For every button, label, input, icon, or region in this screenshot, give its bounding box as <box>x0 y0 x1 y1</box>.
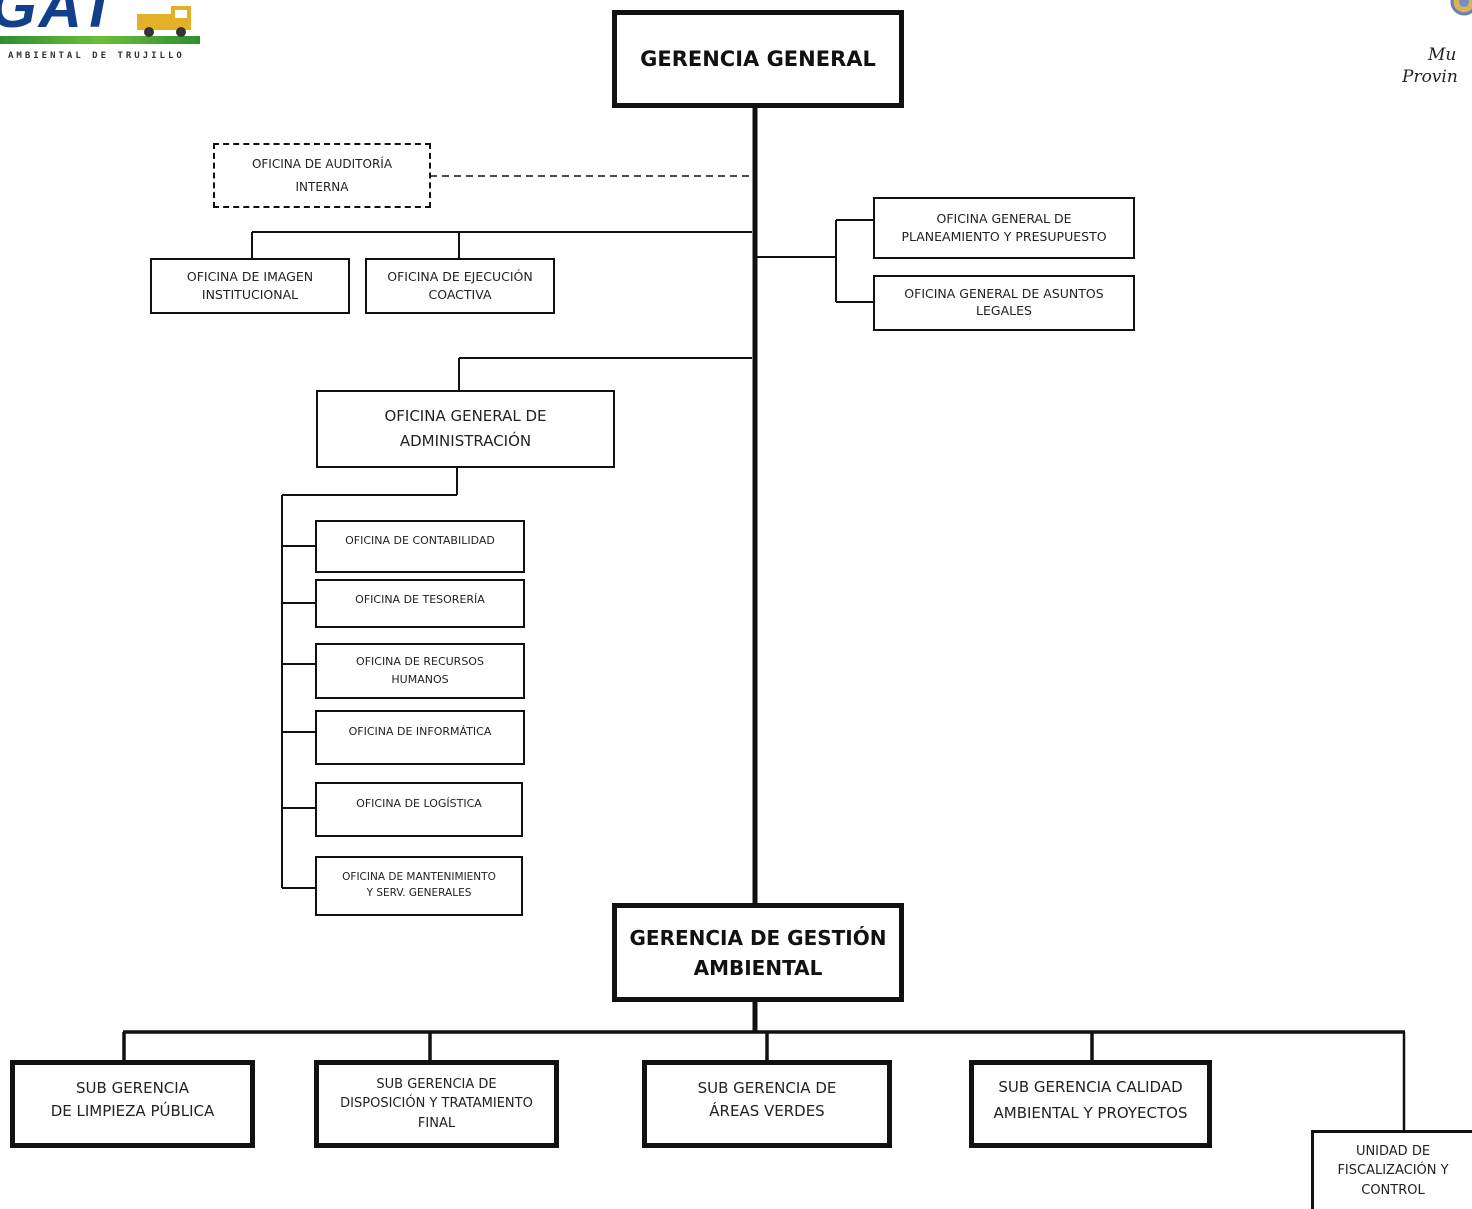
disposicion-final-box: SUB GERENCIA DE DISPOSICIÓN Y TRATAMIENT… <box>314 1060 559 1148</box>
logistica-label: OFICINA DE LOGÍSTICA <box>356 797 482 810</box>
disposicion-line-1: SUB GERENCIA DE <box>376 1076 497 1092</box>
asuntos-legales-box: OFICINA GENERAL DE ASUNTOS LEGALES <box>873 275 1135 331</box>
gestion-line-1: GERENCIA DE GESTIÓN <box>629 925 887 950</box>
fiscalizacion-line-1: UNIDAD DE <box>1355 1143 1431 1159</box>
gat-logo: GAT AMBIENTAL DE TRUJILLO <box>0 0 210 64</box>
auditoria-line-1: OFICINA DE AUDITORÍA <box>251 156 393 171</box>
logo-grass-stripe <box>0 36 200 44</box>
planeamiento-presupuesto-box: OFICINA GENERAL DE PLANEAMIENTO Y PRESUP… <box>873 197 1135 259</box>
planeamiento-line-1: OFICINA GENERAL DE <box>936 210 1072 226</box>
corner-line-2: Provin <box>1402 67 1458 88</box>
rrhh-line-1: OFICINA DE RECURSOS <box>356 655 484 669</box>
tesoreria-label: OFICINA DE TESORERÍA <box>355 593 485 606</box>
fiscalizacion-control-box: UNIDAD DE FISCALIZACIÓN Y CONTROL <box>1311 1130 1472 1209</box>
informatica-box: OFICINA DE INFORMÁTICA <box>315 710 525 765</box>
areas-verdes-box: SUB GERENCIA DE ÁREAS VERDES <box>642 1060 892 1148</box>
fiscalizacion-line-2: FISCALIZACIÓN Y <box>1337 1163 1449 1179</box>
ejecucion-line-1: OFICINA DE EJECUCIÓN <box>387 268 533 284</box>
gestion-line-2: AMBIENTAL <box>693 955 823 980</box>
ejecucion-line-2: COACTIVA <box>428 287 492 302</box>
logistica-box: OFICINA DE LOGÍSTICA <box>315 782 523 837</box>
imagen-line-2: INSTITUCIONAL <box>201 287 299 302</box>
informatica-label: OFICINA DE INFORMÁTICA <box>348 725 492 738</box>
mantenimiento-box: OFICINA DE MANTENIMIENTO Y SERV. GENERAL… <box>315 856 523 916</box>
rrhh-line-2: HUMANOS <box>391 673 449 686</box>
mantenimiento-line-2: Y SERV. GENERALES <box>366 887 472 899</box>
contabilidad-label: OFICINA DE CONTABILIDAD <box>345 534 495 547</box>
areas-verdes-line-2: ÁREAS VERDES <box>709 1101 825 1120</box>
imagen-line-1: OFICINA DE IMAGEN <box>186 268 314 284</box>
logo-subtitle: AMBIENTAL DE TRUJILLO <box>8 51 185 61</box>
limpieza-line-2: DE LIMPIEZA PÚBLICA <box>50 1101 215 1120</box>
municipality-text: Mu Provin <box>1402 44 1472 88</box>
planeamiento-line-2: PLANEAMIENTO Y PRESUPUESTO <box>901 229 1107 244</box>
disposicion-line-2: DISPOSICIÓN Y TRATAMIENTO <box>340 1096 533 1112</box>
gerencia-general-box: GERENCIA GENERAL <box>612 10 904 108</box>
calidad-line-1: SUB GERENCIA CALIDAD <box>998 1078 1183 1096</box>
auditoria-line-2: INTERNA <box>295 179 349 194</box>
corner-line-1: Mu <box>1428 45 1457 65</box>
contabilidad-box: OFICINA DE CONTABILIDAD <box>315 520 525 573</box>
gestion-ambiental-box: GERENCIA DE GESTIÓN AMBIENTAL <box>612 903 904 1002</box>
calidad-line-2: AMBIENTAL Y PROYECTOS <box>993 1103 1188 1122</box>
fiscalizacion-line-3: CONTROL <box>1361 1182 1425 1198</box>
ejecucion-coactiva-box: OFICINA DE EJECUCIÓN COACTIVA <box>365 258 555 314</box>
legales-line-2: LEGALES <box>976 303 1032 318</box>
legales-line-1: OFICINA GENERAL DE ASUNTOS <box>904 286 1104 302</box>
gerencia-general-label: GERENCIA GENERAL <box>640 46 876 71</box>
calidad-ambiental-box: SUB GERENCIA CALIDAD AMBIENTAL Y PROYECT… <box>969 1060 1212 1148</box>
imagen-institucional-box: OFICINA DE IMAGEN INSTITUCIONAL <box>150 258 350 314</box>
administracion-box: OFICINA GENERAL DE ADMINISTRACIÓN <box>316 390 615 468</box>
administracion-line-1: OFICINA GENERAL DE <box>384 406 547 425</box>
limpieza-publica-box: SUB GERENCIA DE LIMPIEZA PÚBLICA <box>10 1060 255 1148</box>
logo-letters: GAT <box>0 0 119 40</box>
disposicion-line-3: FINAL <box>417 1115 456 1131</box>
recursos-humanos-box: OFICINA DE RECURSOS HUMANOS <box>315 643 525 699</box>
mantenimiento-line-1: OFICINA DE MANTENIMIENTO <box>342 871 496 884</box>
municipal-seal-icon <box>1450 0 1472 16</box>
tesoreria-box: OFICINA DE TESORERÍA <box>315 579 525 628</box>
truck-icon <box>137 6 191 37</box>
areas-verdes-line-1: SUB GERENCIA DE <box>697 1079 837 1097</box>
limpieza-line-1: SUB GERENCIA <box>76 1079 189 1097</box>
administracion-line-2: ADMINISTRACIÓN <box>399 432 532 450</box>
auditoria-interna-box: OFICINA DE AUDITORÍA INTERNA <box>213 143 431 208</box>
